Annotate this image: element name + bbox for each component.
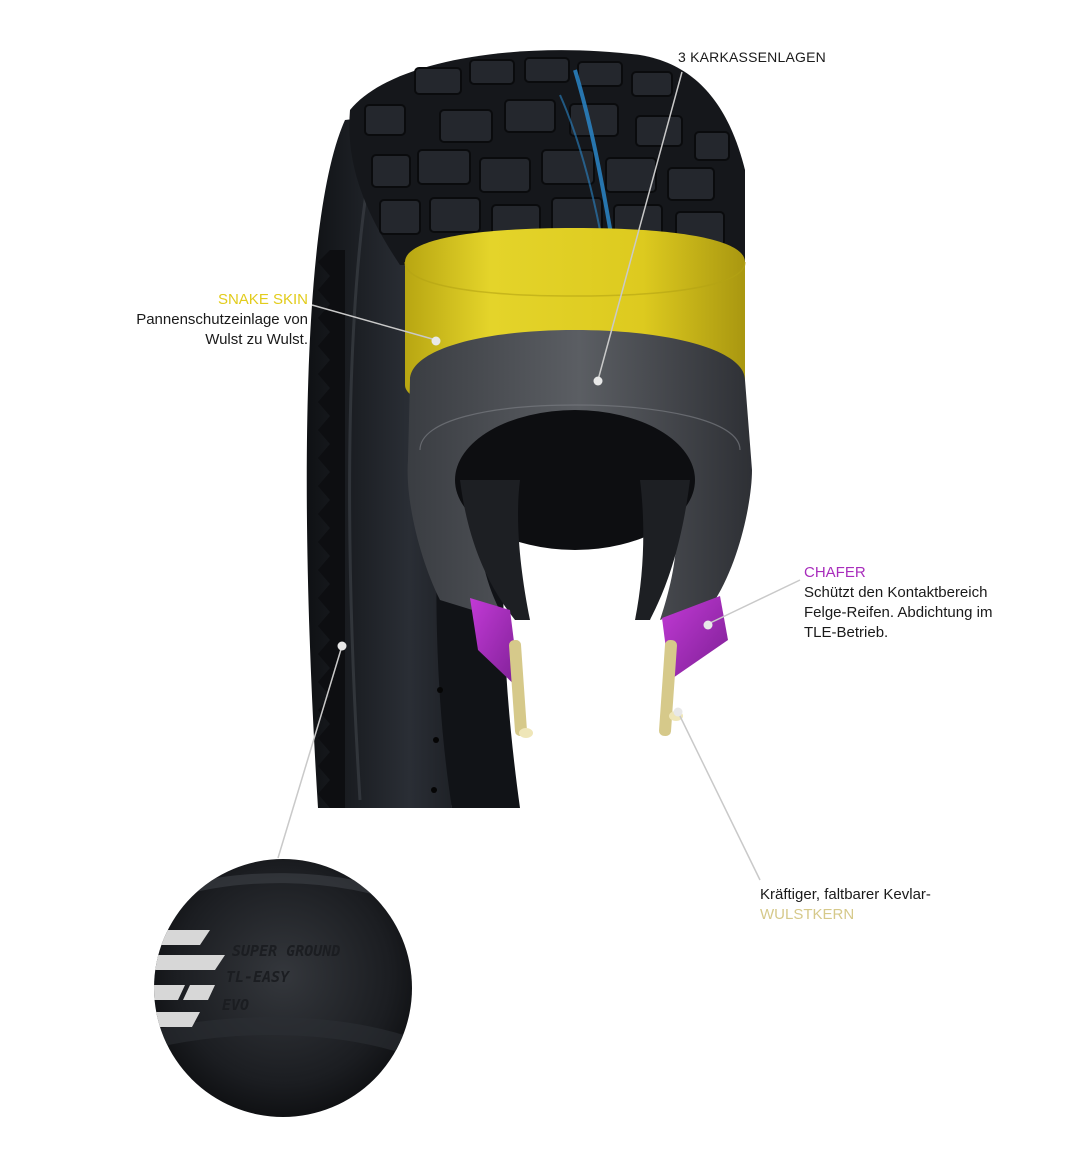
carcass-label-text: 3 KARKASSENLAGEN <box>678 49 826 65</box>
chafer-desc-1: Schützt den Kontaktbereich <box>804 584 988 601</box>
chafer-desc-2: Felge-Reifen. Abdichtung im <box>804 604 993 621</box>
chafer-desc-3: TLE-Betrieb. <box>804 624 889 641</box>
leader-lines <box>277 71 801 881</box>
bead-title: WULSTKERN <box>760 906 855 923</box>
badge-evo: EVO <box>222 996 249 1014</box>
badge-tl-easy: TL-EASY <box>226 968 290 986</box>
tread-pattern <box>349 50 745 266</box>
chafer-label: CHAFER Schützt den Kontaktbereich Felge-… <box>804 563 992 643</box>
snake-skin-label: SNAKE SKIN Pannenschutzeinlage von Wulst… <box>136 290 308 350</box>
snake-skin-desc-1: Pannenschutzeinlage von <box>136 311 308 328</box>
bead-label: Kräftiger, faltbarer Kevlar- WULSTKERN <box>760 885 931 925</box>
leader-dots <box>337 336 713 717</box>
bead-desc-1: Kräftiger, faltbarer Kevlar- <box>760 886 931 903</box>
snake-skin-title: SNAKE SKIN <box>217 291 308 308</box>
carcass-label: 3 KARKASSENLAGEN <box>678 47 826 67</box>
sidewall-magnifier <box>154 859 412 1117</box>
carcass-layers <box>407 330 752 620</box>
badge-super-ground: SUPER GROUND <box>232 942 340 960</box>
chafer-title: CHAFER <box>804 564 866 581</box>
snake-skin-desc-2: Wulst zu Wulst. <box>205 331 308 348</box>
bead-cores <box>509 640 683 738</box>
chafer-strips <box>470 596 728 690</box>
